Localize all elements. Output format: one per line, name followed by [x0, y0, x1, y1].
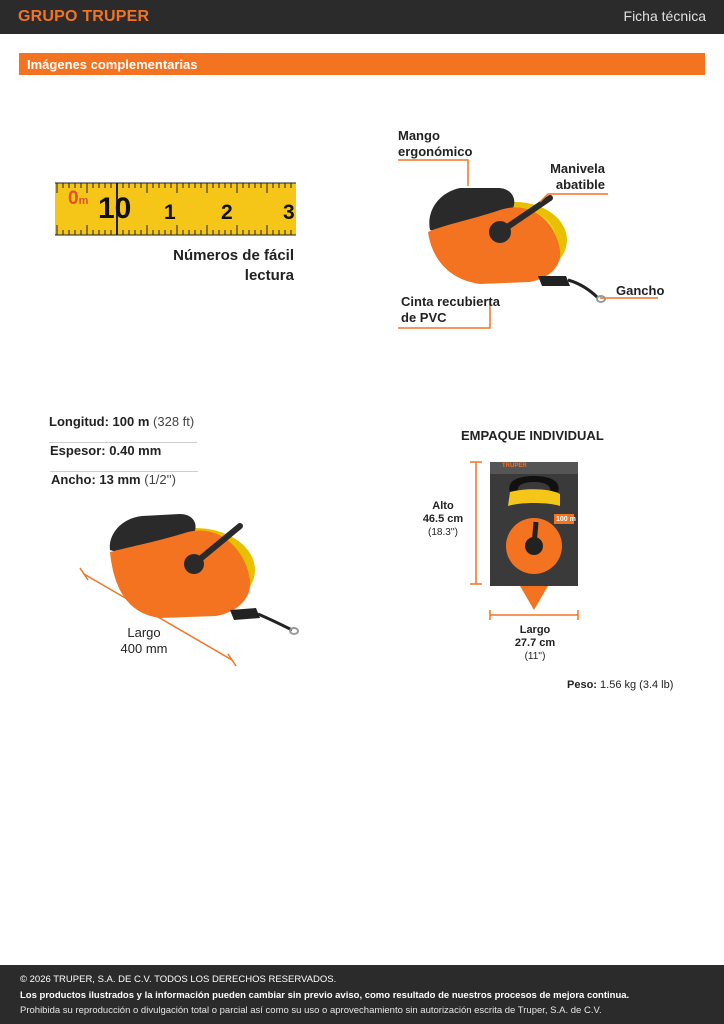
package-height-value: 46.5 cm [422, 513, 464, 525]
tape-reel-dimension-image [79, 514, 299, 667]
tape-reel-image [428, 188, 606, 303]
section-title: Imágenes complementarias [27, 57, 198, 72]
callout-crank-line1: Manivela [550, 161, 605, 176]
package-width-label: Largo 27.7 cm (11'') [510, 624, 560, 663]
package-width-title: Largo [519, 624, 551, 636]
package-width-value: 27.7 cm [514, 637, 556, 649]
ruler-caption-line1: Números de fácil [173, 247, 294, 264]
callout-lines [398, 159, 658, 329]
ruler-caption-line2: lectura [244, 267, 294, 284]
spec-width: Ancho: 13 mm (1/2'') [51, 472, 199, 500]
package-card-brand: TRUPER [502, 463, 527, 469]
spec-width-value: 13 mm [99, 472, 141, 487]
ruler-mark-2: 2 [221, 201, 233, 224]
ruler-caption: Números de fácil lectura [160, 246, 294, 286]
footer: © 2026 TRUPER, S.A. DE C.V. TODOS LOS DE… [0, 965, 724, 1024]
spec-thickness-label: Espesor: [50, 443, 106, 458]
product-length-value: 400 mm [120, 641, 168, 656]
package-card-length: 100 m [556, 516, 576, 523]
footer-notice: Los productos ilustrados y la informació… [20, 990, 630, 1001]
spec-width-label: Ancho: [51, 472, 96, 487]
ruler-mark-1: 1 [164, 201, 176, 224]
document-type-label: Ficha técnica [623, 8, 706, 24]
tape-ruler-illustration [55, 182, 296, 236]
spec-length-imperial: (328 ft) [153, 414, 195, 429]
spec-thickness-value: 0.40 mm [109, 443, 162, 458]
callout-hook: Gancho [616, 283, 665, 298]
package-height-imperial: (18.3'') [428, 527, 458, 538]
package-height-title: Alto [432, 500, 454, 512]
spec-width-imperial: (1/2'') [144, 472, 176, 487]
ruler-mark-3: 3 [283, 201, 295, 224]
brand-logo: GRUPO TRUPER [18, 8, 150, 25]
package-weight-label: Peso: [567, 679, 597, 691]
section-header: Imágenes complementarias [19, 53, 705, 75]
ruler-zero-label: 0m [68, 188, 88, 210]
package-width-imperial: (11'') [524, 651, 546, 662]
callout-tape-line1: Cinta recubierta [401, 294, 500, 309]
callout-crank: Manivela abatible [548, 161, 605, 193]
footer-disclaimer: Prohibida su reproducción o divulgación … [20, 1005, 602, 1016]
callout-crank-line2: abatible [555, 177, 605, 192]
package-weight: Peso: 1.56 kg (3.4 lb) [567, 679, 673, 691]
product-length-label: Largo 400 mm [116, 625, 172, 657]
callout-tape-line2: de PVC [401, 310, 447, 325]
callout-handle-line1: Mango [398, 128, 440, 143]
callout-tape: Cinta recubierta de PVC [401, 294, 500, 326]
ruler-ten-label: 10 [98, 192, 132, 225]
spec-length: Longitud: 100 m (328 ft) [49, 414, 197, 443]
footer-copyright: © 2026 TRUPER, S.A. DE C.V. TODOS LOS DE… [20, 974, 337, 985]
spec-length-label: Longitud: [49, 414, 109, 429]
callout-handle: Mango ergonómico [398, 128, 472, 160]
callout-handle-line2: ergonómico [398, 144, 473, 159]
package-height-label: Alto 46.5 cm (18.3'') [420, 500, 466, 539]
package-title: EMPAQUE INDIVIDUAL [461, 428, 604, 443]
ruler-unit: m [78, 195, 89, 207]
spec-thickness: Espesor: 0.40 mm [50, 443, 198, 472]
package-weight-value: 1.56 kg (3.4 lb) [600, 679, 674, 691]
top-bar: GRUPO TRUPER Ficha técnica [0, 0, 724, 34]
ruler-zero-digit: 0 [68, 188, 79, 209]
spec-length-value: 100 m [112, 414, 150, 429]
product-length-title: Largo [127, 625, 161, 640]
package-dimension-lines [470, 461, 579, 620]
package-image [490, 462, 578, 610]
